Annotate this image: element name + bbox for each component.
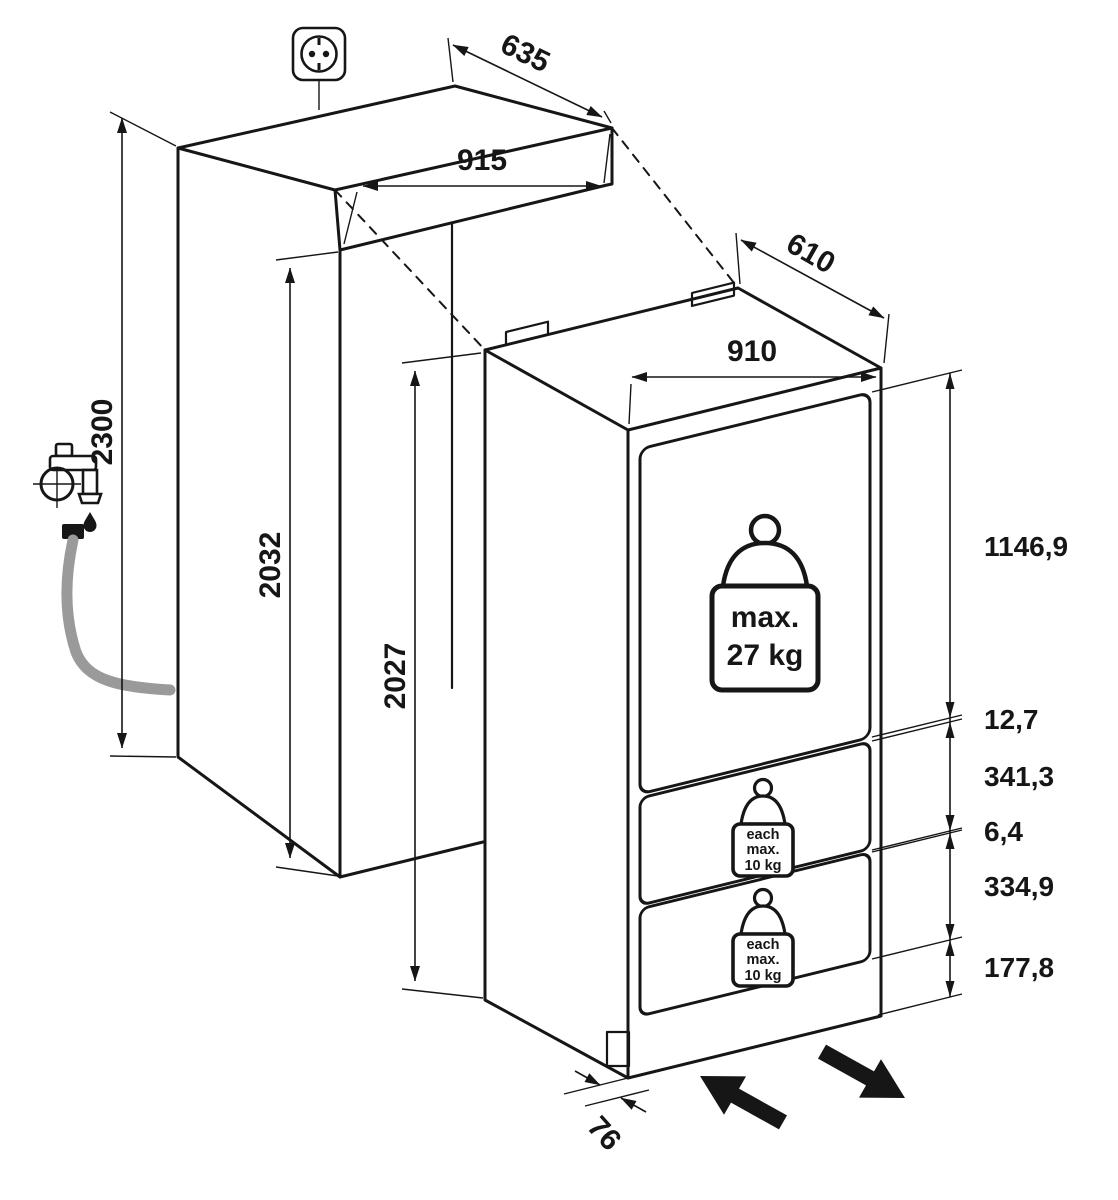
hinge-cover-2 <box>690 281 736 308</box>
dimension-appliance-width: 910 <box>628 335 877 425</box>
dimension-appliance-height: 2027 <box>379 352 484 999</box>
weight-dome <box>739 794 787 826</box>
dashed-line-right <box>611 127 739 289</box>
weight-each-max-10kg-icon-1: each max. 10 kg <box>731 777 795 878</box>
weight-drawer2-text-2: max. <box>746 952 779 968</box>
chain-label-plinth: 177,8 <box>984 952 1054 983</box>
niche-top-face <box>176 84 614 192</box>
tap-handle <box>54 442 74 458</box>
tap-body <box>48 454 98 472</box>
water-tap-icon <box>33 442 103 532</box>
weight-knob <box>748 513 782 547</box>
chain-label-gap1: 12,7 <box>984 704 1039 735</box>
weight-drawer2-text-1: each <box>746 937 779 953</box>
weight-drawer1-text-3: 10 kg <box>744 858 781 874</box>
bottom-hinge-foot <box>605 1030 631 1068</box>
dim-label-niche-width: 915 <box>457 144 507 177</box>
weight-label-box <box>731 822 795 878</box>
weight-knob <box>752 777 774 799</box>
slide-out-arrow <box>818 1044 905 1098</box>
socket-well <box>300 35 338 73</box>
tap-downpipe <box>81 468 99 496</box>
door-panel <box>638 393 872 794</box>
dimension-niche-height: 2300 <box>86 111 177 758</box>
niche-top-slab-right-edge <box>605 126 614 187</box>
dim-label-appliance-width: 910 <box>727 335 777 368</box>
tap-connection-circle <box>39 466 75 502</box>
power-socket-icon <box>291 26 347 110</box>
appliance-silhouette <box>483 286 883 1080</box>
weight-drawer2-text-3: 10 kg <box>744 968 781 984</box>
appliance-drawing <box>483 281 883 1080</box>
chain-label-gap2: 6,4 <box>984 816 1023 847</box>
dim-label-appliance-depth: 610 <box>781 227 841 280</box>
dim-label-niche-depth: 635 <box>495 28 554 80</box>
niche-inner-bottom-edge <box>338 840 485 879</box>
dimension-chain-right: 1146,9 12,7 341,3 6,4 334,9 177,8 <box>871 369 1068 1016</box>
tap-spout <box>77 492 103 505</box>
slide-direction-arrows <box>700 1044 905 1130</box>
niche-left-wall <box>176 146 342 879</box>
weight-each-max-10kg-icon-2: each max. 10 kg <box>731 887 795 988</box>
dimension-bottom-clearance: 76 <box>563 1070 650 1157</box>
socket-pin-hole-right <box>322 50 330 58</box>
weight-dome <box>720 540 810 589</box>
dashed-line-left <box>334 189 486 351</box>
dim-label-appliance-height: 2027 <box>379 643 412 710</box>
weight-knob <box>752 887 774 909</box>
slide-alignment-dashed-lines <box>334 127 739 351</box>
water-drop-icon <box>83 512 97 532</box>
dim-label-niche-clear-height: 2032 <box>254 532 287 599</box>
hose-curve <box>61 534 176 696</box>
dimension-niche-width: 915 <box>343 133 611 245</box>
socket-pin-hole-left <box>308 50 316 58</box>
weight-door-text-1: max. <box>731 601 799 634</box>
hose-fitting <box>62 524 84 539</box>
niche-inner-top-edge <box>338 183 609 252</box>
chain-label-drawer1: 341,3 <box>984 761 1054 792</box>
weight-door-text-2: 27 kg <box>727 639 804 672</box>
chain-label-drawer2: 334,9 <box>984 871 1054 902</box>
weight-drawer1-text-2: max. <box>746 842 779 858</box>
weight-label-box <box>731 932 795 988</box>
hinge-cover-1 <box>504 320 550 347</box>
niche-drawing <box>176 84 614 879</box>
appliance-inner-edges <box>483 348 883 1080</box>
dimension-niche-clear-height: 2032 <box>254 251 339 877</box>
dimension-niche-depth: 635 <box>447 28 612 124</box>
dim-label-bottom-clearance: 76 <box>581 1110 628 1157</box>
slide-in-arrow <box>700 1076 787 1130</box>
weight-dome <box>739 904 787 936</box>
weight-max-27kg-icon: max. 27 kg <box>709 513 821 693</box>
chain-label-door: 1146,9 <box>984 531 1068 562</box>
water-hose <box>61 524 176 696</box>
weight-label-box <box>709 583 821 693</box>
dim-label-niche-height: 2300 <box>86 399 119 466</box>
weight-drawer1-text-1: each <box>746 827 779 843</box>
